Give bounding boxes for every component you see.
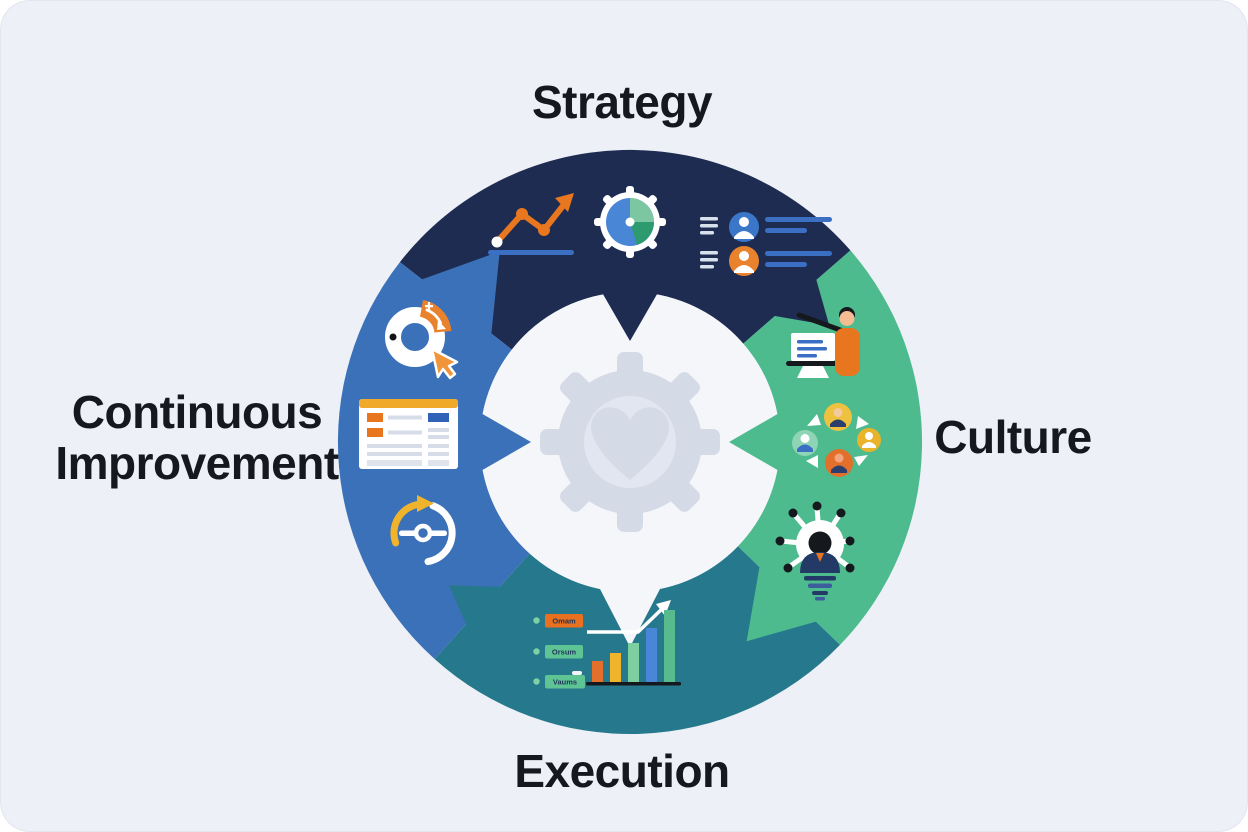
- center-hub: [479, 289, 781, 647]
- right-inner-chevron: [729, 412, 781, 472]
- top-inner-chevron: [600, 289, 660, 341]
- chip-label: Omam: [552, 617, 576, 626]
- cycle-ring: [337, 149, 923, 735]
- heart-icon: [591, 407, 669, 480]
- bottom-inner-chevron: [600, 589, 660, 647]
- chip: [545, 675, 585, 689]
- cursor-icon: [430, 347, 459, 380]
- left-inner-chevron: [479, 412, 531, 472]
- data-table-icon: [359, 399, 458, 469]
- presentation-icon: [786, 307, 860, 378]
- gear-globe-icon: [594, 186, 666, 258]
- bar: [592, 661, 603, 682]
- people-cycle-icon: [792, 403, 881, 477]
- execution-label: Execution: [514, 745, 730, 797]
- bar: [664, 610, 675, 682]
- chip: [545, 614, 583, 628]
- checklist-icon: Omam Orsum Vaums: [533, 614, 585, 689]
- bar: [610, 653, 621, 682]
- culture-label: Culture: [934, 411, 1092, 463]
- donut-cursor-icon: [385, 300, 459, 380]
- chip-label: Orsum: [552, 648, 577, 657]
- bar: [646, 628, 657, 682]
- gear-icon: [540, 352, 720, 532]
- chip-label: Vaums: [553, 678, 577, 687]
- chip: [545, 645, 583, 659]
- user-list-icon: [700, 212, 832, 276]
- bar-chart-icon: [572, 600, 681, 686]
- strategy-label: Strategy: [531, 76, 713, 128]
- trend-line-icon: [488, 193, 574, 255]
- execution-arrowhead: [448, 585, 577, 703]
- bar: [628, 643, 639, 682]
- cycle-gauge-icon: [390, 495, 456, 566]
- mind-network-icon: [775, 501, 855, 601]
- continuous-improvement-label: Continuous Improvement: [55, 386, 339, 489]
